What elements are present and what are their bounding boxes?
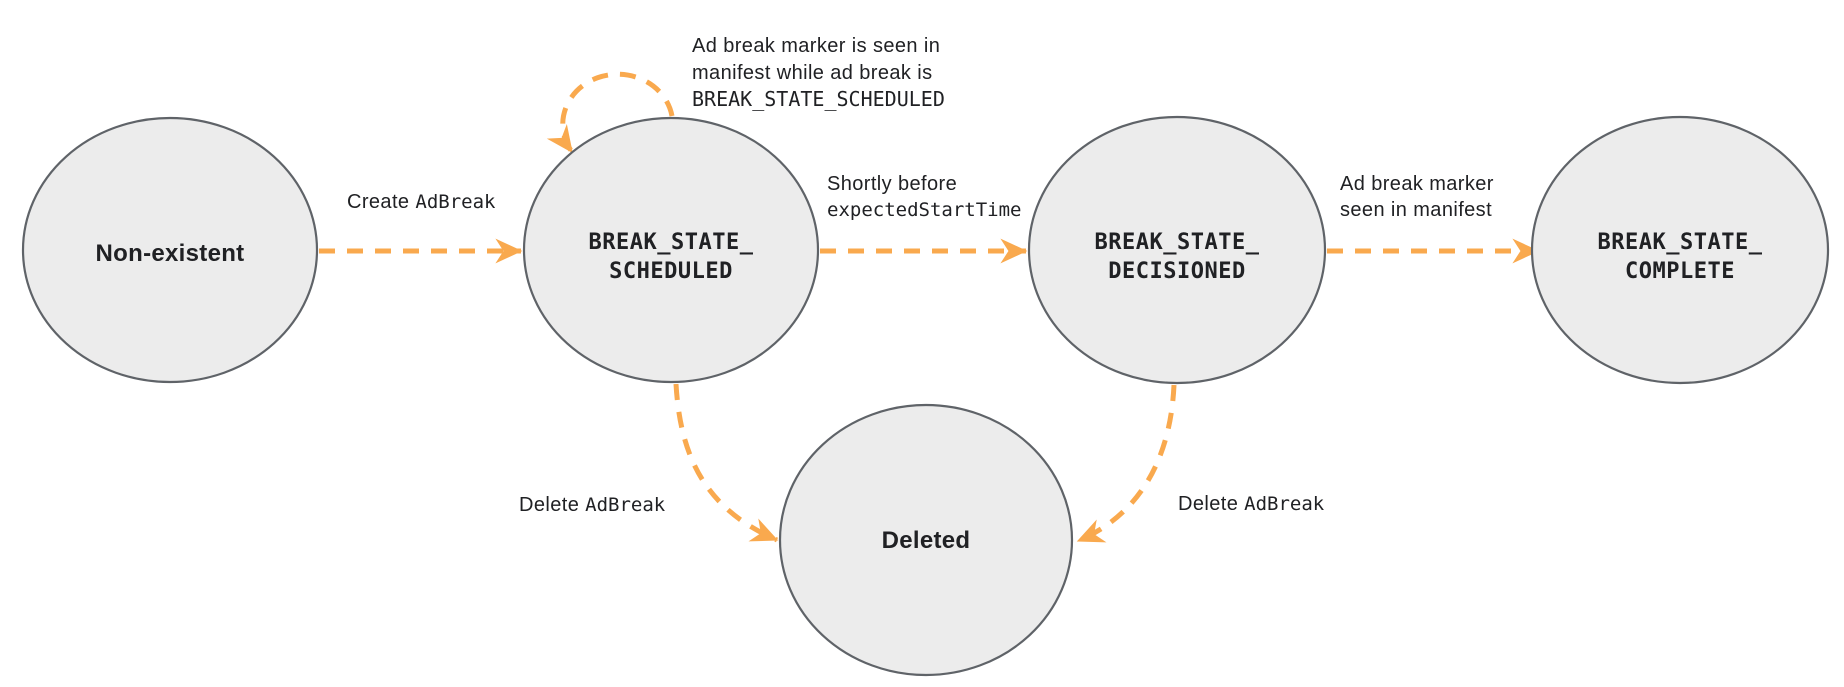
transition-label-self-loop-line1: Ad break marker is seen in <box>692 35 940 57</box>
transition-label-create-code: AdBreak <box>415 191 496 213</box>
transition-label-self-loop-line2: manifest while ad break is <box>692 62 933 84</box>
transition-label-delete-left: Delete AdBreak <box>519 494 666 516</box>
state-node-non-existent <box>21 116 319 384</box>
state-label-complete-line2: COMPLETE <box>1625 259 1735 284</box>
transition-self-loop-arrow <box>546 71 675 154</box>
transition-label-delete-right-code: AdBreak <box>1244 493 1325 515</box>
state-label-decisioned-line1: BREAK_STATE_ <box>1095 230 1260 255</box>
transition-label-to-complete-line1: Ad break marker <box>1340 173 1494 195</box>
state-node-deleted <box>778 403 1074 677</box>
state-node-complete <box>1530 115 1830 385</box>
transition-label-delete-right-plain: Delete <box>1178 493 1244 515</box>
transition-label-create-plain: Create <box>347 191 415 213</box>
transition-label-to-complete-line2: seen in manifest <box>1340 199 1492 221</box>
state-label-deleted: Deleted <box>882 527 971 554</box>
state-label-complete-line1: BREAK_STATE_ <box>1598 230 1763 255</box>
state-label-non-existent: Non-existent <box>96 240 245 267</box>
state-label-scheduled-line2: SCHEDULED <box>609 259 733 284</box>
transition-label-delete-left-code: AdBreak <box>585 494 666 516</box>
transition-delete-from-decisioned-arrow <box>1076 384 1177 544</box>
transition-label-to-decisioned-line1: Shortly before <box>827 173 957 195</box>
state-label-decisioned-line2: DECISIONED <box>1108 259 1245 284</box>
state-label-scheduled-line1: BREAK_STATE_ <box>589 230 754 255</box>
state-node-scheduled <box>522 116 820 384</box>
transition-delete-from-scheduled-arrow <box>673 383 779 543</box>
transition-label-delete-left-plain: Delete <box>519 494 585 516</box>
transition-label-self-loop-code: BREAK_STATE_SCHEDULED <box>692 87 945 111</box>
transition-label-to-decisioned-code: expectedStartTime <box>827 199 1021 221</box>
transition-label-create-adbreak: Create AdBreak <box>347 191 496 213</box>
transition-label-delete-right: Delete AdBreak <box>1178 493 1325 515</box>
state-node-decisioned <box>1027 115 1327 385</box>
